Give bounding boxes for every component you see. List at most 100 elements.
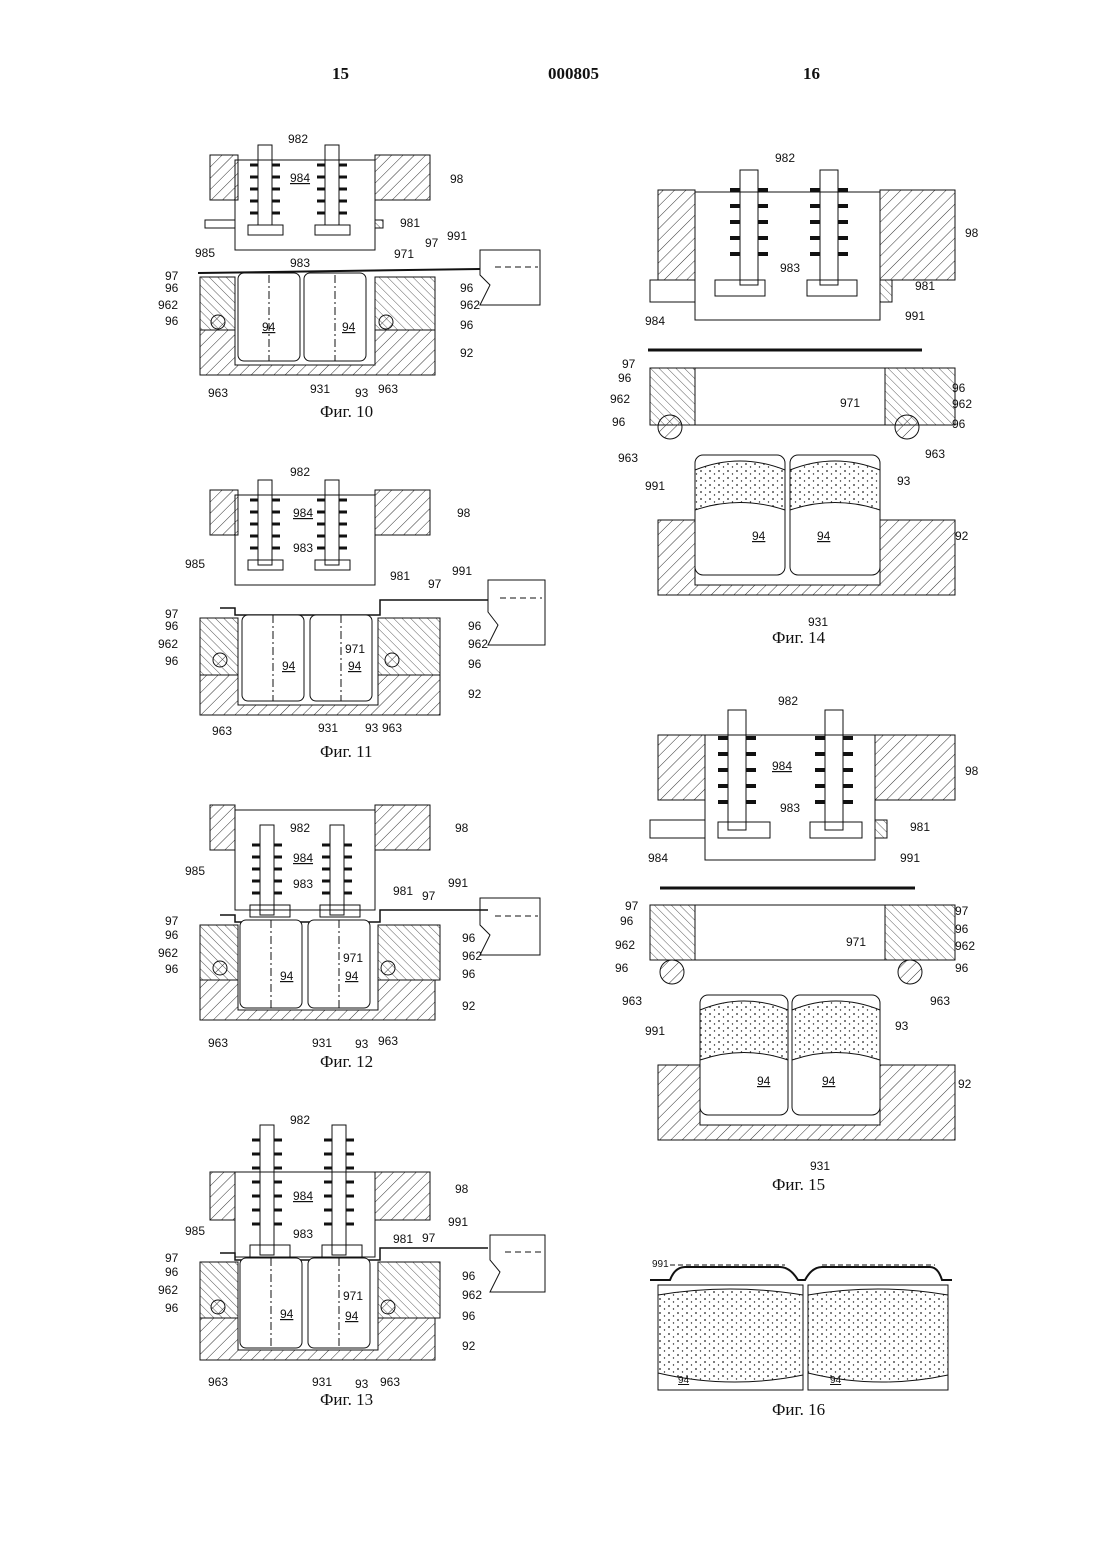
part-label: 981 [400, 216, 420, 230]
part-label: 981 [393, 884, 413, 898]
part-label: 96 [165, 654, 179, 668]
part-label: 984 [293, 1189, 313, 1203]
part-label: 97 [622, 357, 636, 371]
part-label: 94 [282, 659, 296, 673]
part-label: 92 [468, 687, 482, 701]
part-label: 962 [462, 949, 482, 963]
part-label: 92 [462, 1339, 476, 1353]
part-label: 991 [905, 309, 925, 323]
part-label: 96 [618, 371, 632, 385]
part-label: 963 [930, 994, 950, 1008]
part-label: 92 [955, 529, 969, 543]
part-label: 971 [846, 935, 866, 949]
part-label: 96 [615, 961, 629, 975]
part-label: 984 [772, 759, 792, 773]
part-label: 94 [830, 1375, 842, 1386]
spring-rod-left [248, 145, 283, 235]
part-label: 983 [293, 541, 313, 555]
part-label: 93 [355, 1037, 369, 1051]
figure-15: 982 984 98 983 981 984 991 97 96 962 96 … [600, 690, 1020, 1175]
page-number-right: 16 [803, 64, 820, 84]
part-label: 963 [618, 451, 638, 465]
part-label: 963 [622, 994, 642, 1008]
part-label: 96 [612, 415, 626, 429]
spring-rod-right [315, 145, 350, 235]
part-label: 931 [310, 382, 330, 396]
caption-fig-14: Фиг. 14 [772, 628, 825, 648]
part-label: 93 [365, 721, 379, 735]
part-label: 963 [208, 1036, 228, 1050]
part-label: 991 [652, 1259, 669, 1270]
part-label: 981 [910, 820, 930, 834]
part-label: 98 [455, 821, 469, 835]
caption-fig-11: Фиг. 11 [320, 742, 372, 762]
part-label: 962 [158, 637, 178, 651]
part-label: 984 [648, 851, 668, 865]
part-label: 962 [460, 298, 480, 312]
part-label: 985 [185, 864, 205, 878]
part-label: 97 [165, 1251, 179, 1265]
part-label: 93 [355, 386, 369, 400]
part-label: 931 [810, 1159, 830, 1173]
figure-14: 982 98 983 981 984 991 97 96 962 96 96 9… [600, 140, 1020, 630]
part-label: 982 [290, 821, 310, 835]
part-label: 982 [290, 465, 310, 479]
part-label: 962 [158, 298, 178, 312]
part-label: 963 [208, 1375, 228, 1389]
part-label: 963 [378, 382, 398, 396]
figure-10-drawing: 982 984 98 981 985 983 97 991 971 97 96 … [150, 125, 560, 410]
can-with-lid-right [790, 455, 880, 575]
part-label: 982 [290, 1113, 310, 1127]
part-label: 94 [817, 529, 831, 543]
part-label: 98 [965, 226, 979, 240]
figure-12: 982 984 98 985 983 981 97 991 97 96 962 … [150, 800, 560, 1055]
part-label: 931 [318, 721, 338, 735]
part-label: 983 [780, 801, 800, 815]
part-label: 982 [288, 132, 308, 146]
part-label: 96 [165, 619, 179, 633]
figure-16-drawing: 991 94 94 [640, 1255, 960, 1395]
can-with-lid-left [695, 455, 785, 575]
part-label: 985 [185, 1224, 205, 1238]
part-label: 982 [775, 151, 795, 165]
part-label: 96 [468, 619, 482, 633]
part-label: 963 [380, 1375, 400, 1389]
part-label: 94 [262, 320, 276, 334]
part-label: 92 [460, 346, 474, 360]
part-label: 991 [448, 876, 468, 890]
part-label: 98 [450, 172, 464, 186]
part-label: 963 [925, 447, 945, 461]
figure-16: 991 94 94 [640, 1255, 960, 1395]
part-label: 991 [645, 479, 665, 493]
part-label: 94 [348, 659, 362, 673]
figure-10: 982 984 98 981 985 983 97 991 971 97 96 … [150, 125, 560, 410]
part-label: 96 [165, 928, 179, 942]
part-label: 982 [778, 694, 798, 708]
part-label: 983 [290, 256, 310, 270]
part-label: 96 [165, 962, 179, 976]
part-label: 984 [645, 314, 665, 328]
part-label: 962 [615, 938, 635, 952]
part-label: 97 [425, 236, 439, 250]
part-label: 962 [610, 392, 630, 406]
part-label: 971 [840, 396, 860, 410]
part-label: 981 [390, 569, 410, 583]
part-label: 96 [462, 967, 476, 981]
part-label: 985 [195, 246, 215, 260]
figure-11: 982 984 98 985 983 981 97 991 97 96 962 … [150, 460, 560, 745]
caption-fig-15: Фиг. 15 [772, 1175, 825, 1195]
part-label: 962 [158, 946, 178, 960]
part-label: 991 [900, 851, 920, 865]
part-label: 94 [757, 1074, 771, 1088]
part-label: 97 [422, 1231, 436, 1245]
part-label: 971 [343, 951, 363, 965]
part-label: 93 [355, 1377, 369, 1391]
part-label: 94 [345, 969, 359, 983]
figure-13-drawing: 982 984 98 985 983 981 97 991 97 96 962 … [150, 1110, 560, 1390]
part-label: 94 [822, 1074, 836, 1088]
part-label: 931 [312, 1375, 332, 1389]
part-label: 94 [280, 969, 294, 983]
part-label: 983 [293, 1227, 313, 1241]
part-label: 98 [457, 506, 471, 520]
part-label: 962 [462, 1288, 482, 1302]
